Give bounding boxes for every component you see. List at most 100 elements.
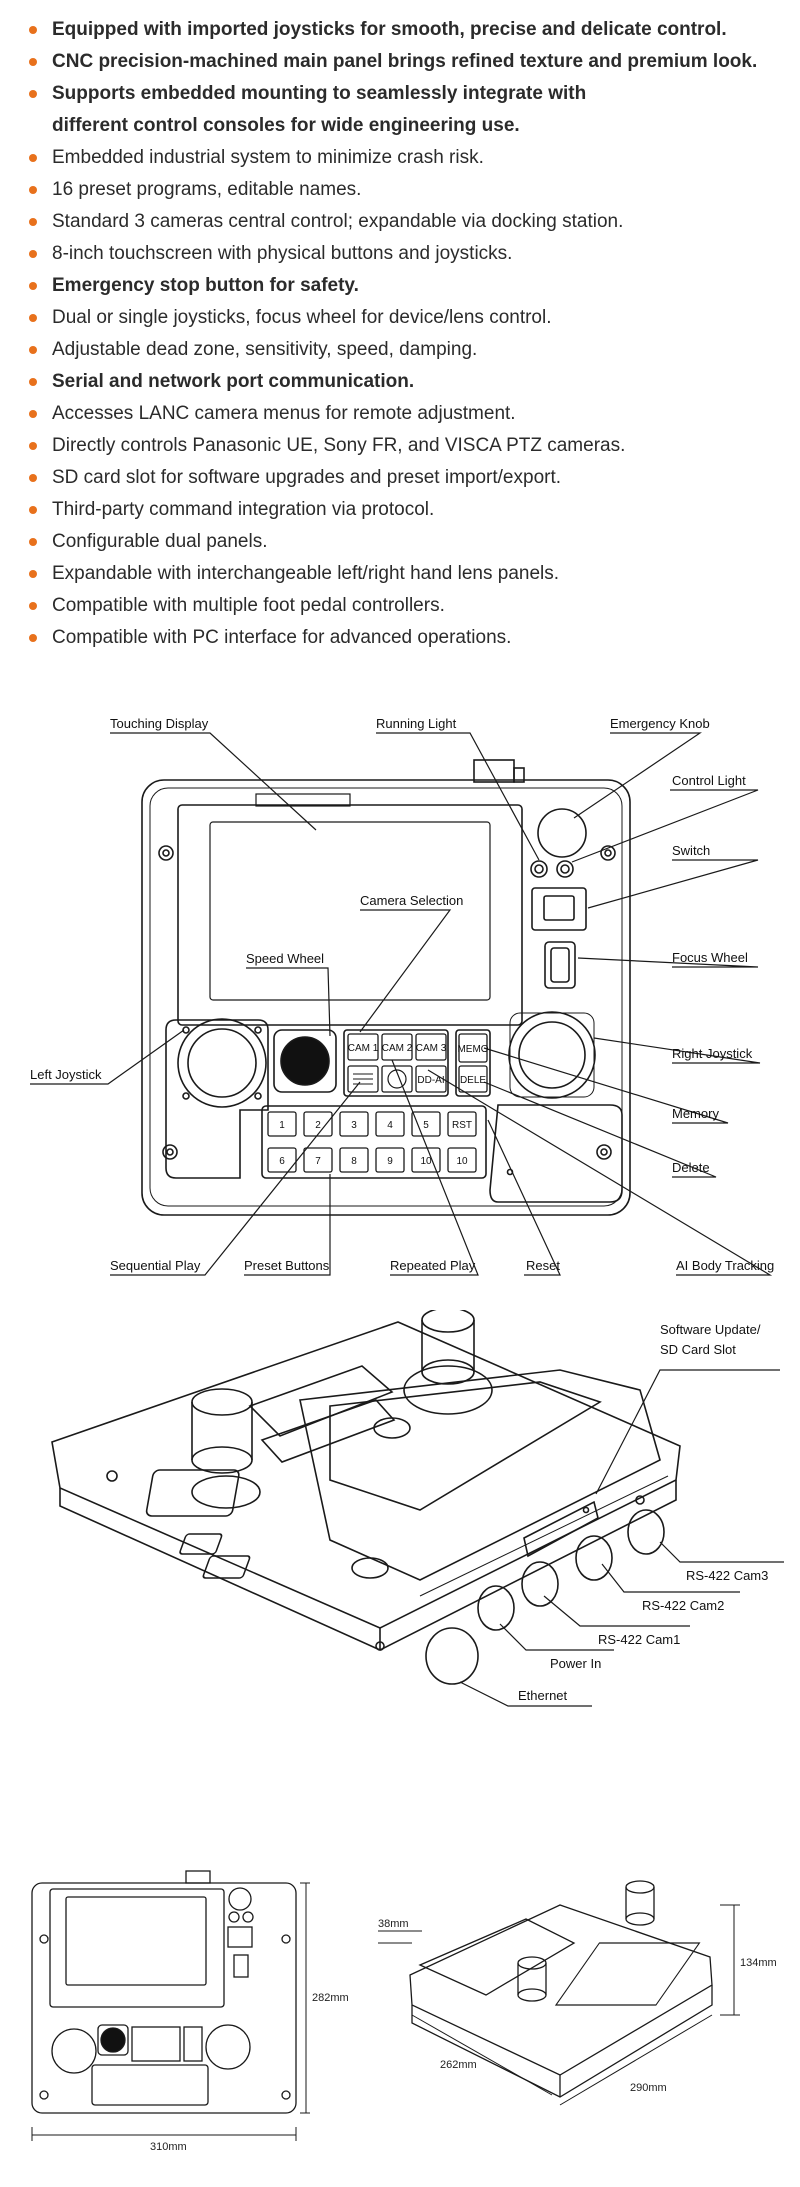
dim-iso-width: 290mm [630, 2082, 667, 2094]
dele-button [458, 1065, 488, 1093]
label-running-light: Running Light [376, 716, 457, 731]
label-focus-wheel: Focus Wheel [672, 950, 748, 965]
label-camera-selection: Camera Selection [360, 893, 463, 908]
power-switch [531, 887, 587, 931]
feature-item: Configurable dual panels. [0, 526, 800, 558]
touch-display [177, 804, 523, 1026]
label-rs422-cam2: RS-422 Cam2 [642, 1598, 724, 1613]
preset-button [267, 1111, 297, 1137]
preset-button-label: 4 [387, 1120, 393, 1131]
label-ethernet: Ethernet [518, 1688, 568, 1703]
preset-button-label: 5 [423, 1120, 429, 1131]
preset-button-label: 2 [315, 1120, 321, 1131]
feature-item: Accesses LANC camera menus for remote ad… [0, 398, 800, 430]
label-reset: Reset [526, 1258, 560, 1273]
right-joystick [508, 1011, 596, 1099]
feature-item: Emergency stop button for safety. [0, 270, 800, 302]
preset-button-label: 10 [456, 1156, 468, 1167]
label-memory: Memory [672, 1106, 719, 1121]
preset-button-label: 1 [279, 1120, 285, 1131]
speed-wheel [280, 1036, 330, 1086]
preset-button-label: 10 [420, 1156, 432, 1167]
dim-height: 282mm [312, 1992, 349, 2004]
label-rs422-cam1: RS-422 Cam1 [598, 1632, 680, 1647]
cam-button-3-label: CAM 3 [416, 1043, 447, 1054]
memo-button-label: MEMO [457, 1044, 488, 1055]
preset-button-label: 3 [351, 1120, 357, 1131]
feature-list: Equipped with imported joysticks for smo… [0, 14, 800, 654]
running-light [530, 860, 548, 878]
preset-button [303, 1147, 333, 1173]
label-sequential-play: Sequential Play [110, 1258, 201, 1273]
feature-item: Dual or single joysticks, focus wheel fo… [0, 302, 800, 334]
feature-item: Expandable with interchangeable left/rig… [0, 558, 800, 590]
label-repeated-play: Repeated Play [390, 1258, 476, 1273]
panel-body [141, 779, 631, 1216]
preset-button-label: 7 [315, 1156, 321, 1167]
label-touching-display: Touching Display [110, 716, 209, 731]
left-joystick [177, 1018, 267, 1108]
feature-item: 16 preset programs, editable names. [0, 174, 800, 206]
cam-button-2-label: CAM 2 [382, 1043, 413, 1054]
ai-tracking-button [415, 1065, 447, 1093]
dim-width: 310mm [150, 2141, 187, 2153]
feature-item: Adjustable dead zone, sensitivity, speed… [0, 334, 800, 366]
label-speed-wheel: Speed Wheel [246, 951, 324, 966]
preset-button-label: 9 [387, 1156, 393, 1167]
label-preset-buttons: Preset Buttons [244, 1258, 330, 1273]
preset-button-label: 6 [279, 1156, 285, 1167]
dimension-drawings: 282mm 310mm 38mm 134mm 262mm 290mm [31, 1870, 777, 2153]
dele-button-label: DELE [460, 1075, 486, 1086]
label-switch: Switch [672, 843, 710, 858]
isometric-diagram: Software Update/ SD Card Slot RS-422 Cam… [51, 1310, 784, 1707]
preset-button [267, 1147, 297, 1173]
feature-item: SD card slot for software upgrades and p… [0, 462, 800, 494]
preset-button [375, 1147, 405, 1173]
feature-item: Compatible with PC interface for advance… [0, 622, 800, 654]
memo-button [458, 1033, 488, 1063]
dim-iso-height: 134mm [740, 1957, 777, 1969]
preset-button [447, 1111, 477, 1137]
preset-button [303, 1111, 333, 1137]
label-sd-card-slot: SD Card Slot [660, 1342, 736, 1357]
preset-button [447, 1147, 477, 1173]
feature-item: CNC precision-machined main panel brings… [0, 46, 800, 78]
label-right-joystick: Right Joystick [672, 1046, 753, 1061]
feature-item: Equipped with imported joysticks for smo… [0, 14, 800, 46]
label-control-light: Control Light [672, 773, 746, 788]
preset-button [375, 1111, 405, 1137]
label-emergency-knob: Emergency Knob [610, 716, 710, 731]
label-rs422-cam3: RS-422 Cam3 [686, 1568, 768, 1583]
cam-button-1-label: CAM 1 [348, 1043, 379, 1054]
preset-button-label: 8 [351, 1156, 357, 1167]
preset-button [411, 1147, 441, 1173]
cam-button-1 [347, 1033, 379, 1061]
label-ai-body-tracking: AI Body Tracking [676, 1258, 774, 1273]
feature-item: Directly controls Panasonic UE, Sony FR,… [0, 430, 800, 462]
feature-item: 8-inch touchscreen with physical buttons… [0, 238, 800, 270]
dim-front-depth: 38mm [378, 1918, 409, 1930]
label-software-update: Software Update/ [660, 1322, 761, 1337]
feature-item: Third-party command integration via prot… [0, 494, 800, 526]
preset-button [339, 1147, 369, 1173]
cam-button-2 [381, 1033, 413, 1061]
preset-button [339, 1111, 369, 1137]
feature-item: Serial and network port communication. [0, 366, 800, 398]
focus-wheel [544, 941, 576, 989]
feature-item: Supports embedded mounting to seamlessly… [0, 78, 800, 142]
cam-button-3 [415, 1033, 447, 1061]
label-power-in: Power In [550, 1656, 601, 1671]
emergency-knob [537, 808, 587, 858]
repeated-play-button [381, 1065, 413, 1093]
feature-item: Embedded industrial system to minimize c… [0, 142, 800, 174]
preset-button-label: RST [452, 1120, 472, 1131]
dim-iso-depth: 262mm [440, 2059, 477, 2071]
preset-button [411, 1111, 441, 1137]
feature-item: Compatible with multiple foot pedal cont… [0, 590, 800, 622]
feature-item: Standard 3 cameras central control; expa… [0, 206, 800, 238]
control-light [556, 860, 574, 878]
label-delete: Delete [672, 1160, 710, 1175]
ai-tracking-button-label: DD-AI [417, 1075, 444, 1086]
preset-block [261, 1105, 487, 1179]
